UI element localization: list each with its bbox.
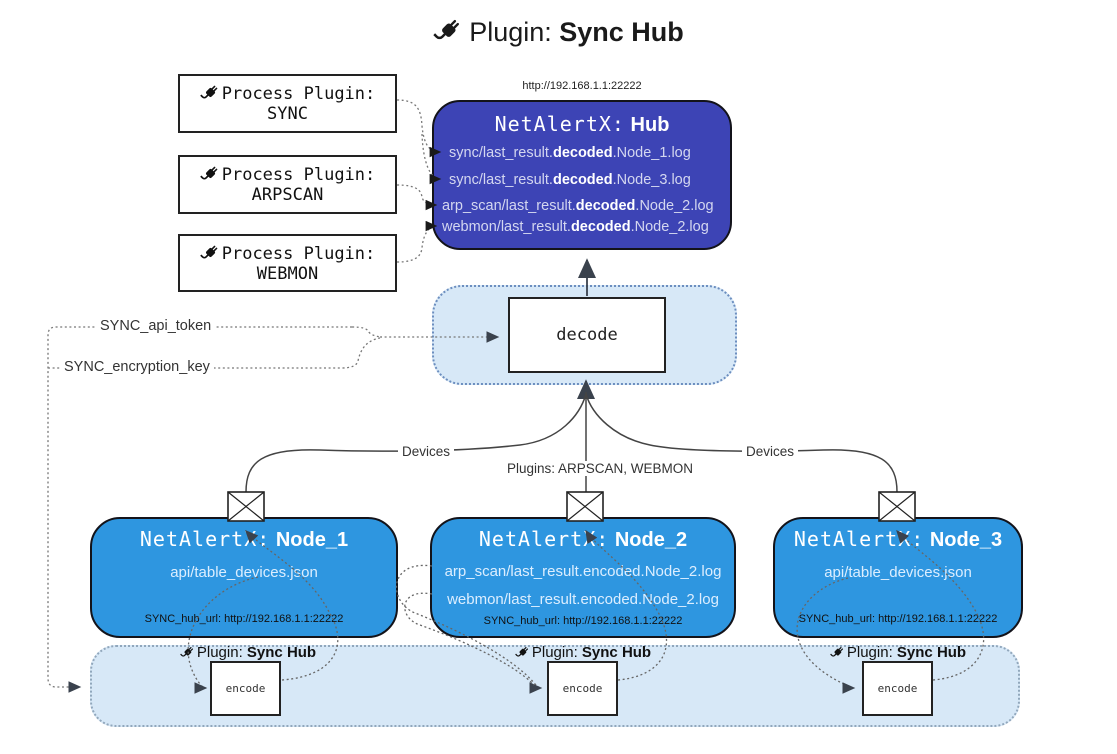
node-3-title: NetAlertX: Node_3 [793, 527, 1003, 551]
node-3-box: NetAlertX: Node_3 api/table_devices.json… [773, 517, 1023, 638]
decode-box: decode [508, 297, 666, 373]
node-2-file-webmon: webmon/last_result.encoded.Node_2.log [447, 591, 719, 608]
devices-label-right: Devices [742, 444, 799, 459]
band-plugin-label-3: Plugin: Sync Hub [818, 644, 978, 661]
hub-box: NetAlertX: Hub sync/last_result.decoded.… [432, 100, 732, 250]
plug-icon [200, 243, 220, 263]
page-title-prefix: Plugin: [469, 17, 552, 47]
process-plugin-arpscan-box: Process Plugin: ARPSCAN [178, 155, 397, 214]
sync-api-token-label: SYNC_api_token [96, 318, 216, 334]
plug-icon [515, 645, 530, 660]
node-1-file: api/table_devices.json [170, 564, 318, 581]
process-plugin-name: WEBMON [256, 264, 319, 284]
hub-log-node3: sync/last_result.decoded.Node_3.log [449, 172, 691, 188]
hub-title: NetAlertX: Hub [434, 112, 730, 137]
sync-encryption-key-label: SYNC_encryption_key [60, 359, 214, 375]
process-plugin-label: Process Plugin: [221, 165, 376, 185]
encode-box-2: encode [547, 661, 618, 716]
page-title-name: Sync Hub [559, 17, 684, 47]
process-plugin-label: Process Plugin: [221, 84, 376, 104]
edge-node1-devices [245, 393, 587, 493]
encode-box-3: encode [862, 661, 933, 716]
edge-webmon-to-log4 [396, 220, 438, 263]
edge-token-join [351, 326, 383, 338]
node-1-box: NetAlertX: Node_1 api/table_devices.json… [90, 517, 398, 638]
band-plugin-label-2: Plugin: Sync Hub [503, 644, 663, 661]
hub-log-webmon: webmon/last_result.decoded.Node_2.log [442, 219, 709, 235]
hub-url-label: http://192.168.1.1:22222 [522, 80, 642, 92]
process-plugin-name: ARPSCAN [251, 185, 324, 205]
plugins-label: Plugins: ARPSCAN, WEBMON [503, 461, 698, 476]
process-plugin-label: Process Plugin: [221, 244, 376, 264]
plug-icon [200, 164, 220, 184]
page-title: Plugin: Sync Hub [0, 16, 1117, 48]
plug-icon [200, 83, 220, 103]
node-1-hub-url: SYNC_hub_url: http://192.168.1.1:22222 [144, 613, 344, 625]
node-2-file-arpscan: arp_scan/last_result.encoded.Node_2.log [444, 563, 722, 580]
node-1-title: NetAlertX: Node_1 [139, 527, 349, 551]
band-plugin-label-1: Plugin: Sync Hub [168, 644, 328, 661]
node-3-hub-url: SYNC_hub_url: http://192.168.1.1:22222 [798, 613, 998, 625]
plug-icon [180, 645, 195, 660]
hub-log-arpscan: arp_scan/last_result.decoded.Node_2.log [442, 198, 714, 214]
hub-title-name: Hub [630, 114, 670, 136]
process-plugin-name: SYNC [267, 104, 308, 124]
plug-icon [830, 645, 845, 660]
hub-title-prefix: NetAlertX: [494, 112, 625, 136]
edge-node3-devices [585, 393, 898, 493]
plug-icon [433, 16, 463, 46]
process-plugin-webmon-box: Process Plugin: WEBMON [178, 234, 397, 292]
devices-label-left: Devices [398, 444, 455, 459]
hub-log-node1: sync/last_result.decoded.Node_1.log [449, 145, 691, 161]
edge-arpscan-to-log3 [396, 184, 438, 211]
process-plugin-sync-box: Process Plugin: SYNC [178, 74, 397, 133]
node-2-box: NetAlertX: Node_2 arp_scan/last_result.e… [430, 517, 736, 638]
node-3-file: api/table_devices.json [824, 564, 972, 581]
node-2-title: NetAlertX: Node_2 [478, 527, 688, 551]
encode-box-1: encode [210, 661, 281, 716]
node-2-hub-url: SYNC_hub_url: http://192.168.1.1:22222 [483, 615, 683, 627]
